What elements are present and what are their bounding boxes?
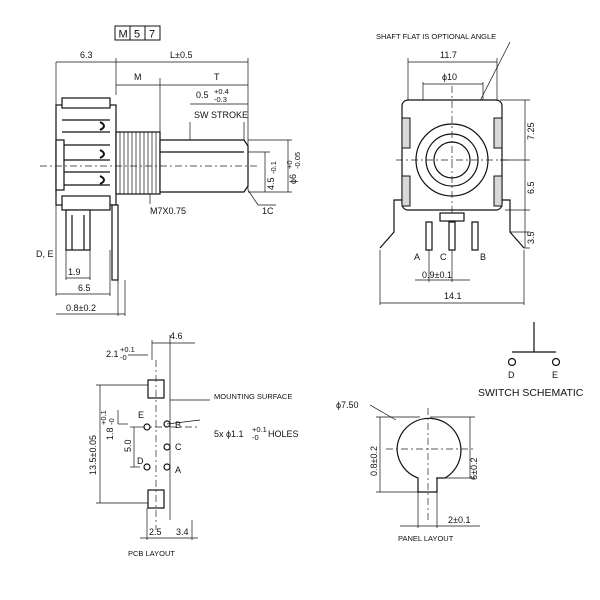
pcb-dim-4.6: 4.6 xyxy=(170,331,183,341)
pcb-pad-a: A xyxy=(175,465,181,475)
pcb-layout: 4.6 2.1 +0.1 -0 MOUNTING SURFACE E B C D… xyxy=(88,331,299,558)
pcb-pad-e: E xyxy=(138,410,144,420)
pin-label-de: D, E xyxy=(36,249,54,259)
pcb-dim-2.5: 2.5 xyxy=(149,527,162,537)
side-dim-6.5: 6.5 xyxy=(78,283,91,293)
front-dim-11.7: 11.7 xyxy=(440,50,457,60)
switch-schematic: D E SWITCH SCHEMATIC xyxy=(478,322,584,399)
front-dim-14.1: 14.1 xyxy=(444,291,462,301)
front-pin-a: A xyxy=(414,252,420,262)
side-dim-6.3: 6.3 xyxy=(80,50,93,60)
pcb-dim-13.5: 13.5±0.05 xyxy=(88,435,98,475)
pcb-holes: 5x ϕ1.1 xyxy=(214,429,244,439)
pcb-pad-b: B xyxy=(175,420,181,430)
front-view: SHAFT FLAT IS OPTIONAL ANGLE 11.7 ϕ10 A … xyxy=(376,32,536,305)
front-dim-3.5: 3.5 xyxy=(526,231,536,244)
shaft-tol-plus: +0 xyxy=(285,160,294,169)
schematic-title: SWITCH SCHEMATIC xyxy=(478,387,584,399)
pcb-dim-2.1: 2.1 xyxy=(106,349,119,359)
model-code: M 5 7 xyxy=(114,25,161,41)
flat-dim: 4.5 xyxy=(266,177,276,190)
thread-label: M7X0.75 xyxy=(150,206,186,216)
schematic-terminal-e: E xyxy=(552,370,558,380)
pcb-dim-3.4: 3.4 xyxy=(176,527,189,537)
front-dim-7.25: 7.25 xyxy=(526,122,536,140)
panel-layout: ϕ7.50 0.8±0.2 6±0.2 2±0.1 PANEL LAYOUT xyxy=(336,400,480,543)
chamfer-label: 1C xyxy=(262,206,274,216)
sw-stroke-value: 0.5 xyxy=(196,90,209,100)
panel-layout-title: PANEL LAYOUT xyxy=(398,534,454,543)
pcb-pad-d: D xyxy=(137,456,144,466)
panel-diameter: ϕ7.50 xyxy=(336,400,359,410)
pcb-dim-1.8: 1.8 xyxy=(105,427,115,440)
model-code-char-3: 7 xyxy=(149,29,155,41)
sw-stroke-tol-minus: -0.3 xyxy=(214,95,227,104)
shaft-tol-minus: -0.05 xyxy=(293,152,302,169)
sw-stroke-label: SW STROKE xyxy=(194,110,248,120)
front-dim-dia10: ϕ10 xyxy=(442,72,457,82)
front-pin-c: C xyxy=(440,252,447,262)
front-dim-pitch: 0.9±0.1 xyxy=(422,270,452,280)
schematic-terminal-d: D xyxy=(508,370,515,380)
side-dim-1.9: 1.9 xyxy=(68,267,81,277)
model-code-char-2: 5 xyxy=(134,29,140,41)
pcb-holes-tol: +0.1 xyxy=(252,425,267,434)
shaft-flat-note: SHAFT FLAT IS OPTIONAL ANGLE xyxy=(376,32,496,41)
side-dim-0.8: 0.8±0.2 xyxy=(66,303,96,313)
sw-stroke-tol-plus: +0.4 xyxy=(214,87,229,96)
model-code-char-1: M xyxy=(119,29,128,41)
front-dim-6.5: 6.5 xyxy=(526,181,536,194)
pcb-dim-1.8-tol: +0.1 xyxy=(99,410,108,425)
pcb-holes-tol2: -0 xyxy=(252,433,259,442)
panel-dim-2: 2±0.1 xyxy=(448,515,470,525)
panel-dim-0.8: 0.8±0.2 xyxy=(369,446,379,476)
pcb-dim-1.8-tol2: -0 xyxy=(107,418,116,425)
front-pin-b: B xyxy=(480,252,486,262)
panel-dim-6: 6±0.2 xyxy=(469,458,479,480)
flat-tol: -0.1 xyxy=(269,161,278,174)
pcb-dim-5.0: 5.0 xyxy=(123,439,133,452)
side-label-m: M xyxy=(134,72,142,82)
side-dim-length: L±0.5 xyxy=(170,50,192,60)
pcb-dim-2.1-tol: +0.1 xyxy=(120,345,135,354)
shaft-diameter: ϕ6 xyxy=(288,174,298,184)
pcb-dim-2.1-tol2: -0 xyxy=(120,353,127,362)
pcb-mounting: MOUNTING SURFACE xyxy=(214,392,292,401)
side-view: 6.3 L±0.5 M T 0.5 xyxy=(36,50,302,316)
side-label-t: T xyxy=(214,72,220,82)
pcb-holes-suffix: HOLES xyxy=(268,429,299,439)
pcb-pad-c: C xyxy=(175,442,182,452)
pcb-layout-title: PCB LAYOUT xyxy=(128,549,175,558)
